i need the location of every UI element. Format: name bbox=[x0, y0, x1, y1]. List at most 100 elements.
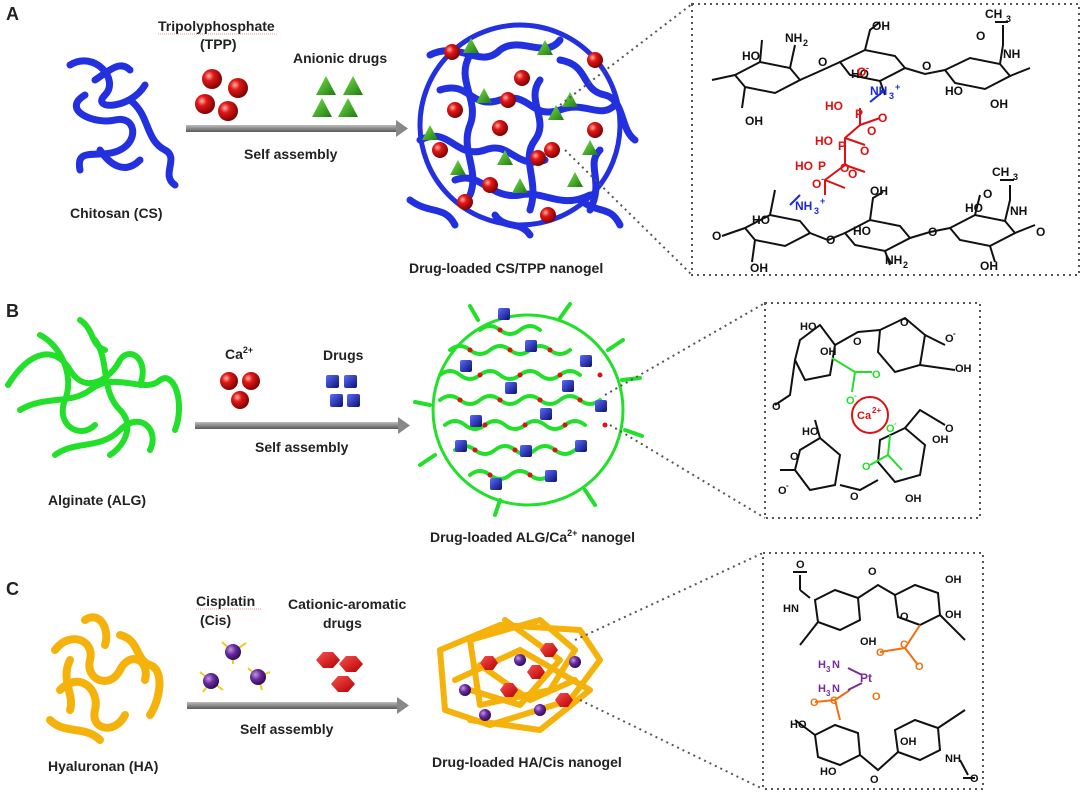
cisplatin-molecules bbox=[199, 641, 271, 693]
process-label-a: Self assembly bbox=[244, 146, 338, 162]
process-arrow-c bbox=[187, 702, 397, 709]
chem-p3-o: O bbox=[840, 161, 849, 175]
process-arrowhead-a bbox=[396, 120, 408, 137]
process-label-b: Self assembly bbox=[255, 439, 349, 455]
chem-b-ominus-2: O bbox=[778, 485, 787, 497]
chem-nh3-bottom-plus: + bbox=[820, 196, 825, 206]
zoom-line-b-bottom bbox=[609, 424, 766, 519]
calcium-ion-circle bbox=[851, 396, 889, 434]
chem-p1-o2: O bbox=[867, 124, 876, 138]
chem-h3n-1-sub: 3 bbox=[826, 665, 831, 674]
chem-nh3-bottom-sub: 3 bbox=[814, 206, 819, 216]
chem-h3n-2-n: N bbox=[832, 683, 840, 695]
chem-p2-o: O bbox=[860, 144, 869, 158]
chem-p-1: P bbox=[855, 107, 863, 121]
chem-b-ho-2: HO bbox=[802, 426, 819, 438]
chem-ho-3: HO bbox=[945, 84, 963, 98]
chem-nh2-bottom: NH bbox=[885, 253, 902, 267]
crosslinker-label-c-line2: (Cis) bbox=[200, 612, 231, 628]
chem-b-oh-1: OH bbox=[820, 346, 837, 358]
anionic-drug-triangles bbox=[312, 76, 363, 117]
drug-label-b: Drugs bbox=[323, 347, 364, 363]
chem-c-hn-1: HN bbox=[783, 603, 799, 615]
process-label-c: Self assembly bbox=[240, 721, 334, 737]
chem-p2-ho: HO bbox=[815, 134, 833, 148]
panel-a: A Chitosan (CS) Tripolyphosphate (TPP) A… bbox=[6, 3, 1080, 276]
nanogel-c bbox=[437, 617, 603, 733]
crosslinker-label-b: Ca2+ bbox=[225, 345, 253, 362]
chem-oh-5: OH bbox=[870, 184, 888, 198]
zoom-line-c-top bbox=[574, 552, 764, 641]
amine-bond-bottom bbox=[789, 194, 801, 206]
chem-oh-2: OH bbox=[872, 19, 890, 33]
chem-h3n-2: H bbox=[818, 683, 826, 695]
chem-pt: Pt bbox=[860, 671, 872, 685]
chem-labels-b: Ca 2+ HO OH O O O O - OH O O - O - O OH … bbox=[772, 317, 972, 505]
tpp-bridge-a bbox=[824, 108, 881, 195]
chem-p1-o: O bbox=[878, 111, 887, 125]
chem-o-3: O bbox=[976, 29, 985, 43]
chem-b-oh-2: OH bbox=[955, 363, 972, 375]
zoom-line-b-top bbox=[604, 302, 766, 396]
zoom-line-c-bottom bbox=[579, 699, 764, 790]
chem-c-ho-2: HO bbox=[820, 766, 837, 778]
panel-c-letter: C bbox=[6, 579, 19, 599]
chem-ominus-1: O bbox=[857, 65, 866, 79]
zoom-line-a-top bbox=[559, 3, 693, 106]
chem-b-green-ominus-2: O bbox=[886, 423, 895, 435]
chem-o-7: O bbox=[983, 187, 992, 201]
chem-structure-a bbox=[711, 21, 1036, 266]
hyaluronan-coil bbox=[46, 613, 164, 744]
carboxylate-b bbox=[831, 357, 903, 471]
amine-bond-top bbox=[869, 89, 886, 103]
drug-cubes-b bbox=[326, 375, 360, 407]
chem-ho-4: HO bbox=[752, 213, 770, 227]
chem-ca-sup: 2+ bbox=[872, 406, 881, 415]
polymer-label-b: Alginate (ALG) bbox=[48, 492, 146, 508]
chem-p3-ominus-minus: - bbox=[821, 174, 824, 184]
chem-ho-6: HO bbox=[965, 201, 983, 215]
chem-o-1: O bbox=[818, 55, 827, 69]
crosslinker-label-a-line2: (TPP) bbox=[200, 36, 237, 52]
chem-c-oh-2: OH bbox=[945, 574, 962, 586]
chem-p2-o2: O bbox=[848, 167, 857, 181]
aromatic-drug-hexagons bbox=[316, 652, 363, 692]
chem-nh2-bottom-sub: 2 bbox=[903, 260, 908, 270]
chem-o-2: O bbox=[922, 59, 931, 73]
crosslinker-label-a-line1: Tripolyphosphate bbox=[158, 18, 275, 34]
chem-c-orange-o-1: O bbox=[876, 647, 885, 659]
chem-o-4: O bbox=[712, 229, 721, 243]
nanogel-b bbox=[413, 302, 644, 517]
chem-labels-a: NH 2 HO OH O OH HO O CH 3 O NH HO OH NH … bbox=[712, 7, 1045, 275]
chem-c-oh-3: OH bbox=[945, 609, 962, 621]
chem-c-ho-1: HO bbox=[790, 719, 807, 731]
chem-b-ominus-1-minus: - bbox=[953, 329, 956, 338]
drug-label-c-line2: drugs bbox=[323, 615, 362, 631]
chem-b-o-3: O bbox=[900, 317, 909, 329]
chem-b-green-ominus-1-minus: - bbox=[854, 391, 857, 400]
tpp-spheres bbox=[195, 69, 248, 121]
zoom-box-c bbox=[762, 552, 984, 790]
chem-b-oh-4: OH bbox=[905, 493, 922, 505]
chem-nh3-bottom: NH bbox=[795, 199, 812, 213]
chem-oh-3: OH bbox=[990, 97, 1008, 111]
chem-h3n-2-sub: 3 bbox=[826, 689, 831, 698]
chem-p-3: P bbox=[818, 159, 826, 173]
alginate-coil bbox=[5, 317, 183, 458]
panel-b-letter: B bbox=[6, 301, 19, 321]
chem-oh-4: OH bbox=[750, 261, 768, 275]
chem-nh3-top-plus: + bbox=[895, 82, 900, 92]
chem-c-nh-1: NH bbox=[945, 753, 961, 765]
chem-c-o-4: O bbox=[870, 774, 879, 786]
panel-c: C Hyaluronan (HA) Cisplatin (Cis) Cation… bbox=[6, 552, 984, 790]
chem-c-orange-o-2: O bbox=[915, 661, 924, 673]
chem-structure-c bbox=[793, 571, 975, 779]
chem-nh3-top: NH bbox=[870, 84, 887, 98]
chem-o-5: O bbox=[826, 233, 835, 247]
chem-p3-ho: HO bbox=[795, 159, 813, 173]
chem-oh-1: OH bbox=[745, 114, 763, 128]
chem-oh-6: OH bbox=[980, 259, 998, 273]
chem-b-o-2: O bbox=[772, 401, 781, 413]
product-label-a: Drug-loaded CS/TPP nanogel bbox=[409, 260, 603, 276]
